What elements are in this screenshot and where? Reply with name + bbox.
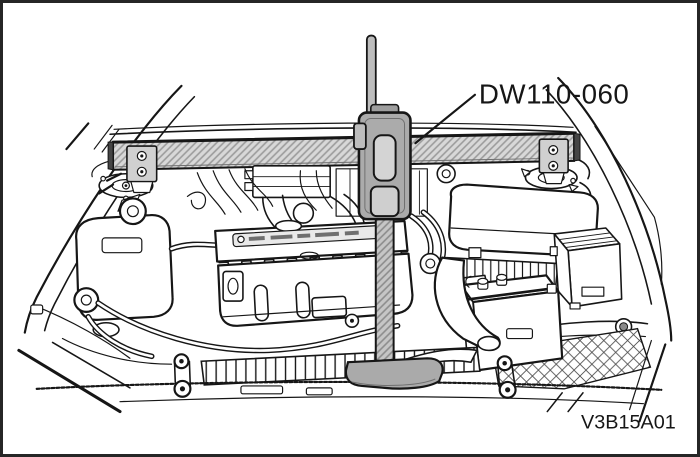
lower-radiator-hose <box>85 300 401 360</box>
battery-tray-grid <box>491 327 652 390</box>
front-end <box>17 337 667 423</box>
air-intake-duct <box>433 256 501 352</box>
arrow-clip-icon <box>98 172 123 195</box>
coolant-reservoir <box>73 197 174 338</box>
hood-latch-link <box>173 353 192 398</box>
ignition-coil-panel <box>252 165 331 199</box>
radiator-cap <box>73 287 100 313</box>
callout-leader-line <box>414 93 477 145</box>
fender-clip-left <box>30 304 44 315</box>
beam-right-bracket <box>538 138 569 185</box>
engine-block <box>217 252 414 328</box>
car-body-outline <box>23 76 673 359</box>
beam-left-bracket <box>126 145 158 194</box>
battery-hold-down <box>461 286 556 302</box>
engine-bay-illustration: DW110-060 V3B15A01 <box>17 34 676 433</box>
coolant-reservoir-cap <box>118 197 147 226</box>
engine-support-beam <box>107 131 581 194</box>
tool-carriage <box>353 111 412 221</box>
throttle-cam <box>292 202 315 224</box>
tool-post <box>374 217 395 366</box>
left-fender-line <box>23 84 183 334</box>
bumper-bracket-link <box>496 355 517 399</box>
pillar-ticks-left <box>65 122 90 151</box>
engine-support-tool <box>344 34 478 390</box>
figure-code-label: V3B15A01 <box>581 411 676 433</box>
bumper-corner-left <box>17 348 122 414</box>
cowl-line <box>109 127 577 136</box>
right-fender-line <box>557 76 673 342</box>
tool-callout-label: DW110-060 <box>479 79 629 110</box>
fuse-box <box>549 227 623 310</box>
bumper-corner-right <box>638 343 667 423</box>
tool-foot <box>344 357 444 390</box>
front-crossmember-line <box>35 380 663 391</box>
battery-terminals <box>465 273 508 290</box>
bulkhead-panels <box>244 165 428 217</box>
body-ticks-right <box>546 392 584 413</box>
